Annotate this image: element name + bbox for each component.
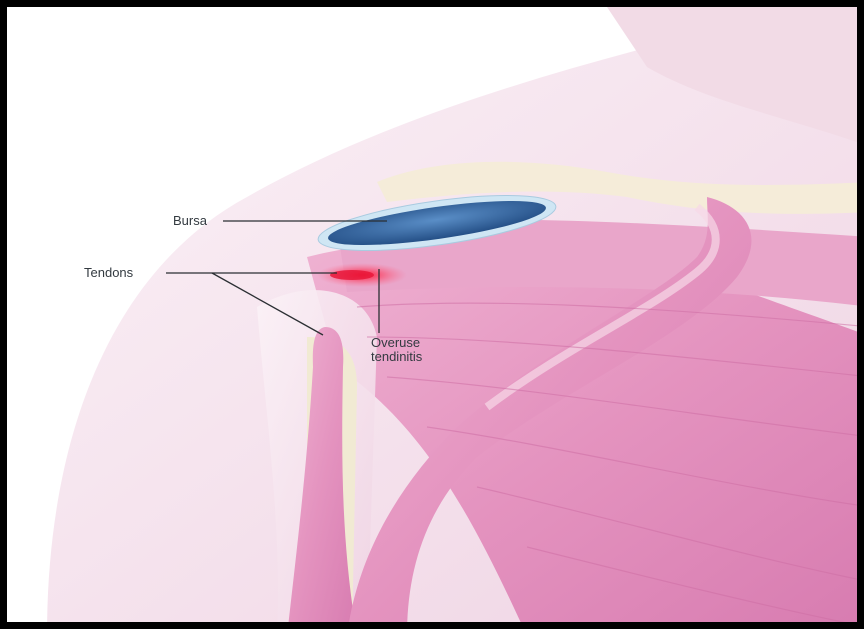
tendinitis-label-line1: Overuse bbox=[371, 336, 451, 350]
inflammation-core bbox=[330, 270, 374, 280]
tendons-label: Tendons bbox=[84, 266, 133, 280]
overuse-tendinitis-label: Overuse tendinitis bbox=[371, 336, 451, 364]
bursa-label: Bursa bbox=[173, 214, 207, 228]
shoulder-anatomy-illustration bbox=[7, 7, 864, 629]
tendinitis-label-line2: tendinitis bbox=[371, 350, 451, 364]
